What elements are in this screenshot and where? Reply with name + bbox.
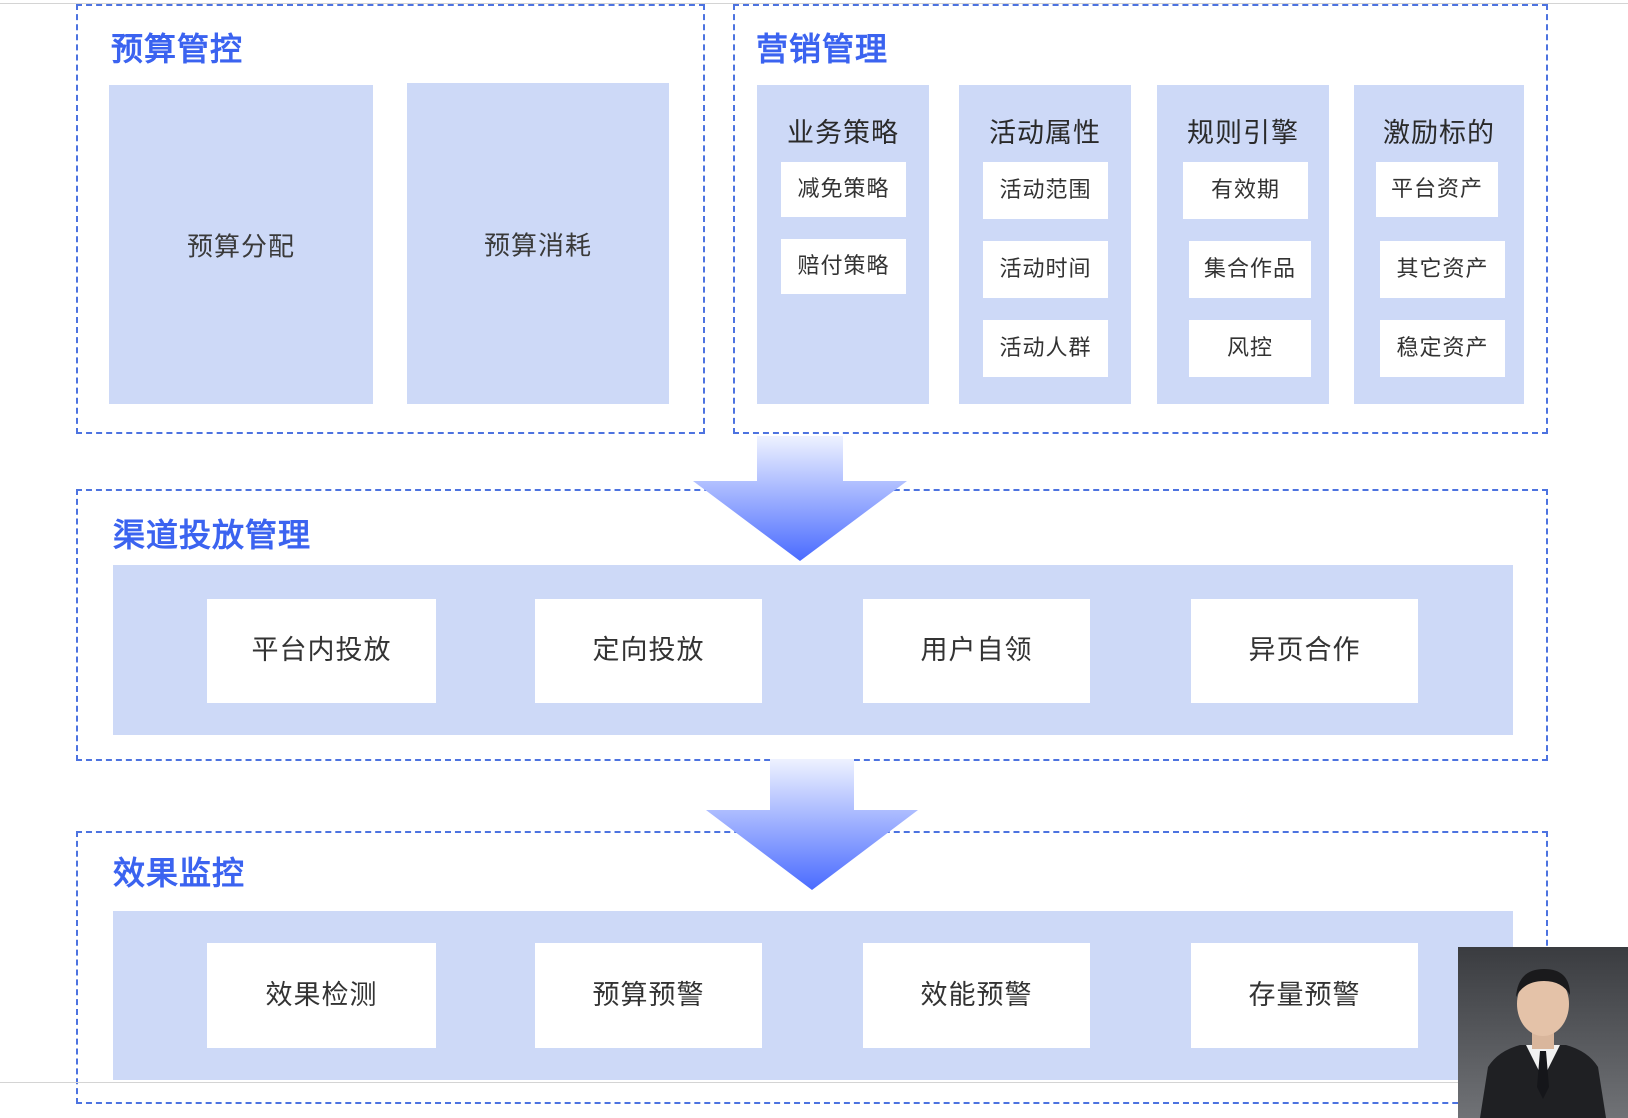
effect-panel: 效果检测 预算预警 效能预警 存量预警 <box>113 911 1513 1080</box>
budget-consumption-label: 预算消耗 <box>483 231 592 261</box>
channel-panel: 平台内投放 定向投放 用户自领 异页合作 <box>113 565 1513 735</box>
marketing-column-activity-attributes: 活动属性 活动范围 活动时间 活动人群 <box>959 85 1131 404</box>
marketing-column-rule-engine: 规则引擎 有效期 集合作品 风控 <box>1157 85 1329 404</box>
flow-arrow-down-icon <box>693 436 907 561</box>
column-item: 其它资产 <box>1380 241 1505 298</box>
column-item: 风控 <box>1189 320 1311 377</box>
column-item: 有效期 <box>1183 162 1308 219</box>
effect-item: 预算预警 <box>535 943 762 1048</box>
column-item: 稳定资产 <box>1380 320 1505 377</box>
channel-item: 平台内投放 <box>207 599 436 703</box>
column-item: 平台资产 <box>1376 162 1498 217</box>
channel-item: 用户自领 <box>863 599 1090 703</box>
channel-item: 异页合作 <box>1191 599 1418 703</box>
top-divider <box>0 3 1628 4</box>
bottom-divider <box>0 1082 1628 1083</box>
budget-allocation-label: 预算分配 <box>186 232 295 262</box>
channel-item: 定向投放 <box>535 599 762 703</box>
person-icon <box>1458 947 1628 1118</box>
effect-item: 效果检测 <box>207 943 436 1048</box>
marketing-column-incentive-targets: 激励标的 平台资产 其它资产 稳定资产 <box>1354 85 1524 404</box>
marketing-section <box>733 4 1548 434</box>
budget-section <box>76 4 705 434</box>
column-title: 业务策略 <box>787 118 899 149</box>
column-item: 活动范围 <box>983 162 1108 219</box>
column-item: 减免策略 <box>781 162 906 217</box>
flow-arrow-down-icon <box>706 759 918 890</box>
column-title: 规则引擎 <box>1187 118 1299 149</box>
column-title: 活动属性 <box>989 118 1101 149</box>
marketing-column-business-strategy: 业务策略 减免策略 赔付策略 <box>757 85 929 404</box>
budget-allocation-box: 预算分配 <box>109 85 373 404</box>
effect-item: 效能预警 <box>863 943 1090 1048</box>
column-item: 集合作品 <box>1189 241 1311 298</box>
effect-section-title: 效果监控 <box>113 854 246 892</box>
column-item: 赔付策略 <box>781 239 906 294</box>
budget-section-title: 预算管控 <box>111 30 244 68</box>
column-item: 活动人群 <box>983 320 1108 377</box>
channel-section-title: 渠道投放管理 <box>113 516 312 554</box>
budget-consumption-box: 预算消耗 <box>407 83 669 404</box>
marketing-section-title: 营销管理 <box>756 30 889 68</box>
column-title: 激励标的 <box>1383 118 1495 149</box>
column-item: 活动时间 <box>983 241 1108 298</box>
presenter-photo <box>1458 947 1628 1118</box>
effect-item: 存量预警 <box>1191 943 1418 1048</box>
